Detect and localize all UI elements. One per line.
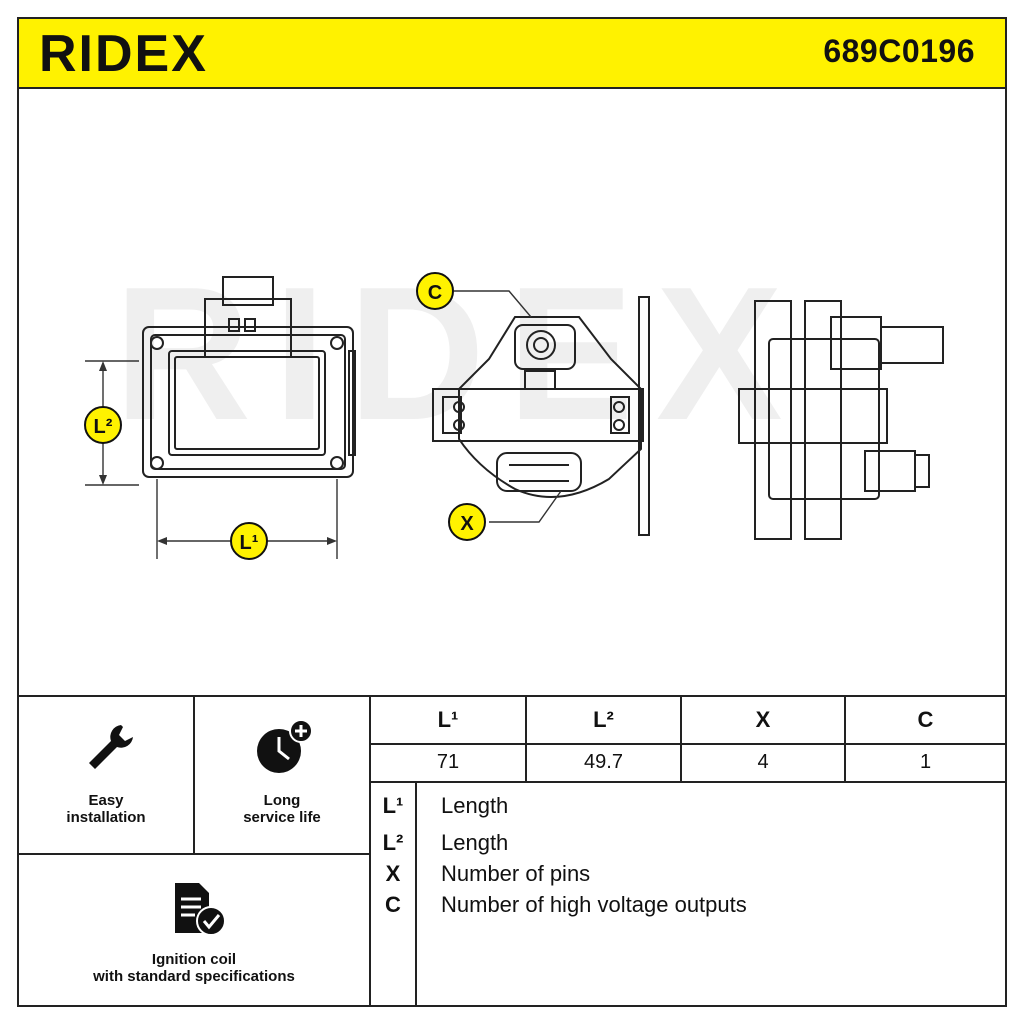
coil-top-bracket [638,296,650,536]
legend-code-l1: L¹ [382,793,404,818]
badge-x-text: X [460,513,474,535]
feature-long-service-life: Long service life [195,697,369,853]
coil-side-connector [864,450,916,492]
badge-l2-text: L² [94,416,113,438]
coil-front-connector [204,298,292,358]
spec-header-l2: L² [593,707,614,732]
ridex-logo-icon: RIDEX [39,25,208,83]
divider [371,743,1005,745]
divider [193,697,195,853]
feature-specs-line2: with standard specifications [93,968,295,985]
spec-header-c: C [917,707,934,732]
divider [369,697,371,1007]
badge-l1-text: L¹ [240,532,259,554]
badge-l1: L¹ [230,522,268,560]
coil-side-plate-1 [754,300,792,540]
legend-code-l2: L² [382,830,404,855]
legend-text-l2: Length [441,830,509,855]
coil-top-body [458,316,642,498]
header-bar: RIDEX 689C0196 [19,19,1005,89]
spec-value-l1: 71 [436,750,460,773]
divider [525,697,527,781]
feature-easy-installation: Easy installation [19,697,193,853]
brand-logo: RIDEX [37,25,267,86]
pin-connector-x [496,452,582,492]
badge-x: X [448,503,486,541]
spec-header-l1: L¹ [437,707,459,732]
divider [844,697,846,781]
spec-value-l2: 49.7 [584,750,623,773]
clock-plus-icon [257,719,313,773]
brand-logo-text: RIDEX [39,25,208,81]
badge-c-text: C [428,282,442,304]
spec-value-x: 4 [757,750,769,773]
feature-long-line2: service life [243,809,321,826]
legend-code-x: X [385,861,401,886]
feature-standard-specs: Ignition coil with standard specificatio… [19,855,369,1007]
spec-value-c: 1 [919,750,932,773]
coil-drawing: RIDEX [84,248,944,560]
divider [680,697,682,781]
coil-front-body [142,326,354,478]
spec-table: L¹ L² X C 71 49.7 4 1 L¹ Length L² Lengt… [371,697,1005,1007]
spec-header-x: X [755,707,771,732]
feature-long-line1: Long [263,792,301,809]
coil-front-window [168,350,326,456]
wrench-icon [89,725,133,769]
info-grid: Easy installation Long service life [19,695,1005,1007]
hv-output-c [514,324,576,370]
badge-c: C [416,272,454,310]
feature-easy-line1: Easy [88,792,124,809]
part-number: 689C0196 [823,33,975,69]
divider [371,781,1005,783]
coil-side-hv [830,316,882,370]
coil-side-bar [738,388,888,444]
legend-text-x: Number of pins [441,861,591,886]
feature-easy-line2: installation [66,809,146,826]
divider [415,783,417,1007]
feature-specs-line1: Ignition coil [151,951,237,968]
legend-text-c: Number of high voltage outputs [441,892,747,917]
technical-drawing: RIDEX [19,89,1005,695]
document-check-icon [175,883,226,936]
legend-code-c: C [385,892,401,917]
legend-text-l1: Length [441,793,509,818]
coil-side-plate-2 [804,300,842,540]
divider [19,853,369,855]
coil-side-body [768,338,880,500]
badge-l2: L² [84,406,122,444]
product-sheet: RIDEX 689C0196 RIDEX [17,17,1007,1007]
